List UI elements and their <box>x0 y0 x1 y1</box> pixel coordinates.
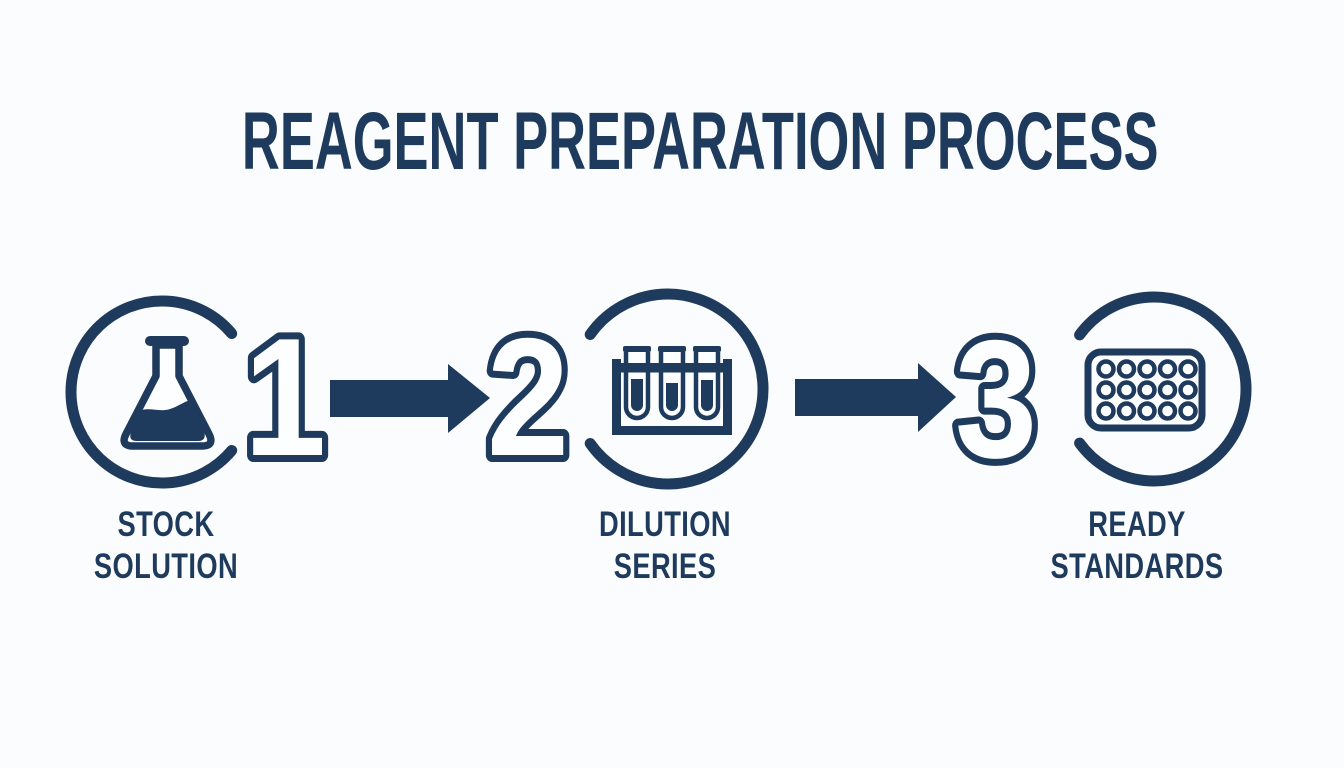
step-3-label: READY STANDARDS <box>1012 504 1262 588</box>
microplate-icon <box>1084 348 1206 432</box>
step-1-label-line1: STOCK <box>117 505 215 544</box>
test-tube-liquid <box>631 379 643 411</box>
step-2-label-line2: SERIES <box>613 547 717 586</box>
arrow-right-icon <box>330 364 490 433</box>
flask-lip <box>145 336 189 346</box>
step-3-label-line2: STANDARDS <box>1050 547 1224 586</box>
step-3-number: 3 <box>955 305 1037 493</box>
test-tube-lip <box>623 346 651 352</box>
test-tube-lip <box>693 346 721 352</box>
microplate-wells <box>1096 359 1198 421</box>
flask-liquid <box>130 400 205 441</box>
step-2-label-line1: DILUTION <box>598 505 732 544</box>
rack-tray <box>612 359 732 435</box>
step-3-circle <box>1074 291 1252 487</box>
step-2-group: 2 <box>480 288 769 498</box>
flask-icon <box>120 336 215 450</box>
step-1-group: 1 <box>65 295 333 498</box>
step-1-label: STOCK SOLUTION <box>41 504 291 588</box>
step-1-circle <box>65 295 238 489</box>
step-1-label-line2: SOLUTION <box>93 547 239 586</box>
step-2-circle <box>584 288 769 490</box>
test-tube-lip <box>658 346 686 352</box>
page-title: REAGENT PREPARATION PROCESS <box>241 96 1159 187</box>
step-1-number: 1 <box>244 303 326 491</box>
step-2-label: DILUTION SERIES <box>540 504 790 588</box>
test-tube-liquid <box>701 380 713 411</box>
arrow-right-icon <box>795 363 956 432</box>
test-tube-rack-icon <box>612 346 732 435</box>
step-2-number: 2 <box>487 303 569 491</box>
test-tube-liquid <box>666 383 678 411</box>
step-3-group: 3 <box>948 291 1252 500</box>
step-3-label-line1: READY <box>1088 505 1186 544</box>
rack-rail <box>614 363 730 373</box>
